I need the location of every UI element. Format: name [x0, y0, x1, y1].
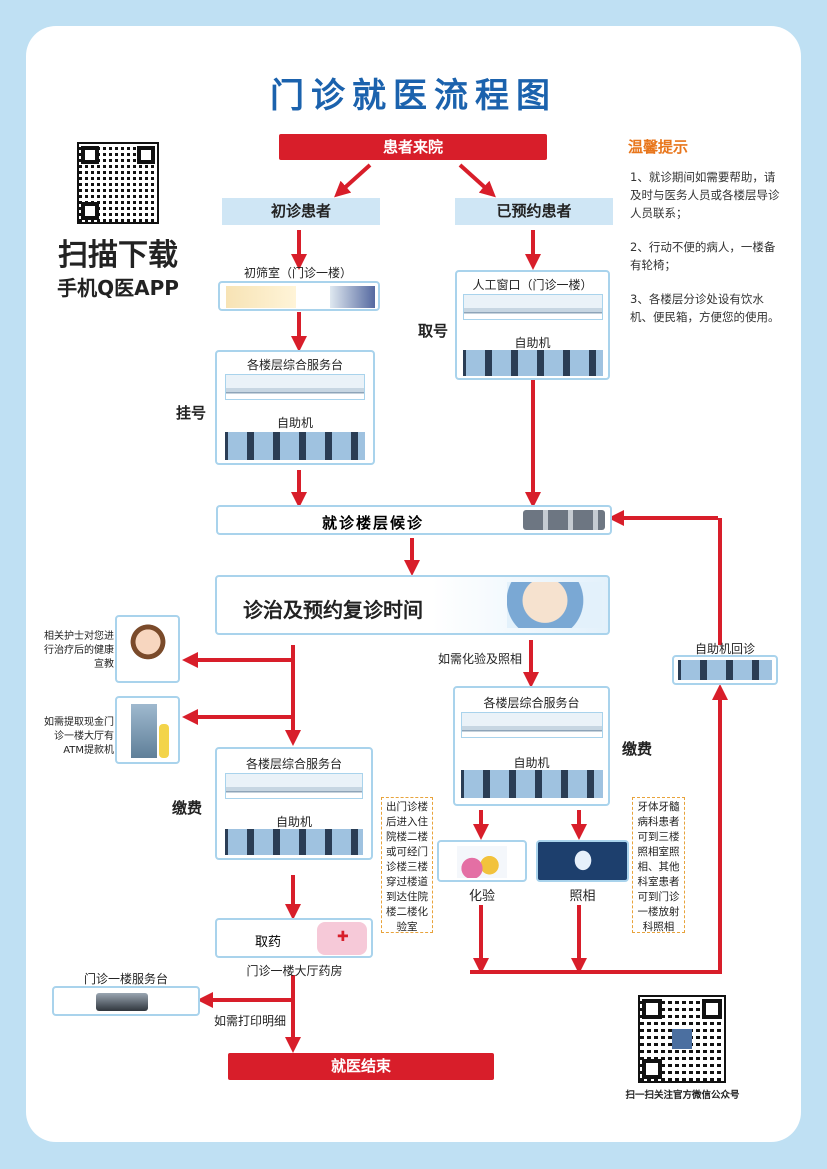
scan-download-label: 扫描下载 — [58, 238, 178, 273]
take-number-side-label: 取号 — [418, 322, 449, 340]
chairs-image — [523, 510, 605, 530]
nurse-note: 相关护士对您进行治疗后的健康宣教 — [44, 631, 114, 670]
waiting-label: 就诊楼层候诊 — [321, 514, 424, 532]
take-number-block: 人工窗口（门诊一楼） 自助机 — [455, 270, 610, 380]
nurse-image — [127, 623, 169, 677]
lab-note: 如需化验及照相 — [437, 652, 522, 666]
qr-finder — [642, 1059, 662, 1079]
app-name-label: 手机Q医APP — [57, 276, 179, 300]
doctor-image — [226, 286, 296, 308]
first-visit-node: 初诊患者 — [222, 198, 380, 225]
register-block: 各楼层综合服务台 自助机 — [215, 350, 375, 465]
app-qr-code[interactable] — [77, 142, 159, 224]
waiting-box: 就诊楼层候诊 — [216, 505, 612, 535]
tip-2: 2、行动不便的病人，一楼备有轮椅； — [630, 240, 776, 272]
tooth-xray-image — [568, 846, 598, 878]
printer-box — [52, 986, 200, 1016]
red-cross-icon: ✚ — [337, 929, 349, 945]
patient-image — [330, 286, 375, 308]
kiosk-revisit-image — [678, 660, 772, 680]
kiosk-label-right-pay: 自助机 — [513, 756, 550, 770]
pay-block-right: 各楼层综合服务台 自助机 — [453, 686, 610, 806]
kiosk-revisit-box — [672, 655, 778, 685]
kiosk-image-right-pay — [461, 770, 603, 798]
pay-block-left: 各楼层综合服务台 自助机 — [215, 747, 373, 860]
treatment-box: 诊治及预约复诊时间 — [215, 575, 610, 635]
pay-side-label-left: 缴费 — [172, 799, 203, 817]
manual-window-label: 人工窗口（门诊一楼） — [472, 278, 593, 292]
tip-3: 3、各楼层分诊处设有饮水机、便民箱，方便您的使用。 — [630, 292, 780, 324]
window-image — [463, 294, 603, 320]
person-image — [159, 724, 169, 758]
service-desk-label: 各楼层综合服务台 — [246, 358, 343, 372]
tips-title: 温馨提示 — [628, 138, 689, 156]
pharmacy-label: 门诊一楼大厅药房 — [246, 964, 343, 978]
page-title: 门诊就医流程图 — [270, 76, 557, 116]
hospital-logo-icon — [672, 1029, 692, 1049]
photo-label: 照相 — [569, 889, 596, 904]
medicine-box: 取药 ✚ — [215, 918, 373, 958]
desk-image-pay — [225, 773, 363, 799]
photo-box — [536, 840, 629, 882]
printer-image — [96, 993, 148, 1011]
kiosk-label: 自助机 — [276, 416, 313, 430]
atm-box — [115, 696, 180, 764]
screening-box — [218, 281, 380, 311]
atm-image — [131, 704, 157, 758]
qr-finder — [642, 999, 662, 1019]
nurse-box — [115, 615, 180, 683]
lab-label: 化验 — [468, 889, 495, 904]
desk-image — [225, 374, 365, 400]
end-node: 就医结束 — [228, 1053, 494, 1080]
service-desk-label-right: 各楼层综合服务台 — [483, 696, 580, 710]
desk-image-right — [461, 712, 603, 738]
kiosk-image-right — [463, 350, 603, 376]
start-node: 患者来院 — [279, 134, 547, 160]
service-desk-label-pay: 各楼层综合服务台 — [245, 757, 342, 771]
wechat-qr-code[interactable] — [638, 995, 726, 1083]
kiosk-image-pay — [225, 829, 363, 855]
qr-finder — [702, 999, 722, 1019]
qr-finder — [137, 146, 155, 164]
lab-box — [437, 840, 527, 882]
kiosk-label-right: 自助机 — [514, 336, 551, 350]
dental-route-note: 牙体牙髓病科患者可到三楼照相室照相、其他科室患者可到门诊一楼放射科照相 — [632, 797, 685, 933]
tip-1: 1、就诊期间如需要帮助，请及时与医务人员或各楼层导诊人员联系； — [630, 170, 780, 220]
pay-side-label-right: 缴费 — [622, 740, 653, 758]
atm-note: 如需提取现金门诊一楼大厅有ATM提款机 — [44, 717, 114, 756]
treatment-label: 诊治及预约复诊时间 — [243, 598, 423, 622]
register-side-label: 挂号 — [176, 404, 207, 422]
qr-finder — [81, 202, 99, 220]
qr-finder — [81, 146, 99, 164]
print-note: 如需打印明细 — [213, 1014, 286, 1028]
kiosk-image — [225, 432, 365, 460]
screening-label: 初筛室（门诊一楼） — [243, 266, 352, 280]
lab-image — [457, 846, 507, 878]
appointment-node: 已预约患者 — [455, 198, 613, 225]
kiosk-label-pay: 自助机 — [275, 815, 312, 829]
kiosk-revisit-label: 自助机回诊 — [694, 642, 755, 656]
wechat-qr-label: 扫一扫关注官方微信公众号 — [625, 1090, 740, 1101]
doctor-consult-image — [507, 582, 602, 628]
service-counter-label: 门诊一楼服务台 — [83, 972, 168, 986]
lab-route-note: 出门诊楼后进入住院楼二楼或可经门诊楼三楼穿过楼道到达住院楼二楼化验室 — [381, 797, 433, 933]
medicine-label: 取药 — [255, 935, 282, 950]
medicine-box-image: ✚ — [317, 922, 367, 955]
